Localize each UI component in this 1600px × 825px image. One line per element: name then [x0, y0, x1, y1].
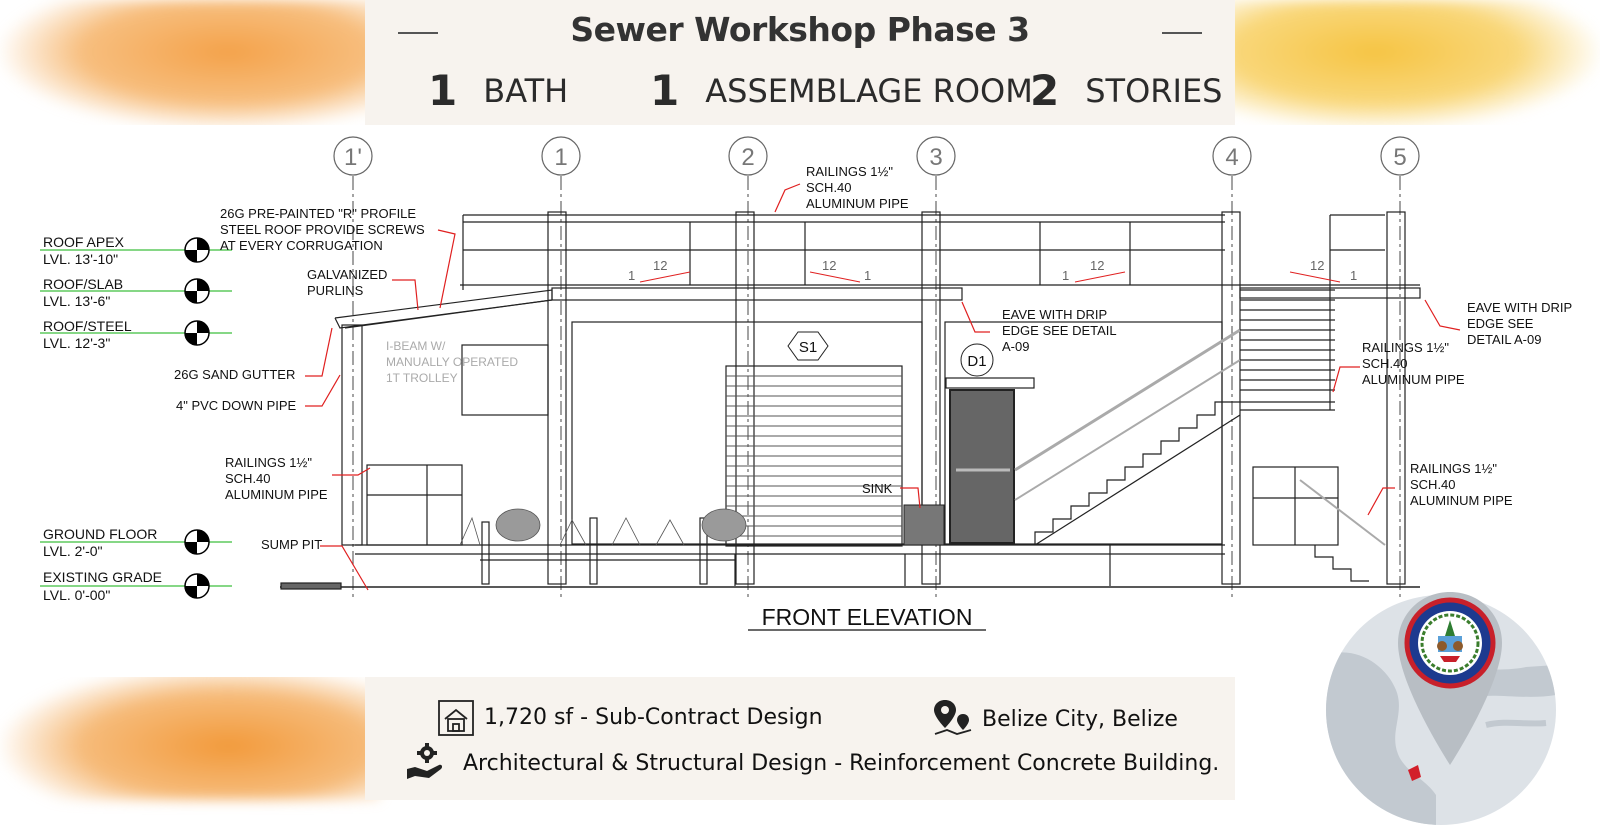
stat-value: 2: [1030, 66, 1060, 115]
beam-note: MANUALLY OPERATED: [386, 355, 518, 369]
grid-label: 4: [1225, 144, 1238, 171]
svg-text:PURLINS: PURLINS: [307, 283, 364, 298]
orange-paint-splash: [0, 0, 380, 130]
level-value: LVL. 0'-00": [43, 587, 110, 603]
stat-stories: 2 STORIES: [1030, 66, 1222, 115]
svg-text:RAILINGS 1½": RAILINGS 1½": [225, 455, 312, 470]
svg-text:4" PVC DOWN PIPE: 4" PVC DOWN PIPE: [176, 398, 297, 413]
roof-slope-indicators: 12 1 12 1 12 1 12 1: [628, 258, 1357, 283]
svg-text:26G SAND GUTTER: 26G SAND GUTTER: [174, 367, 295, 382]
beam-note: 1T TROLLEY: [386, 371, 458, 385]
svg-text:SCH.40: SCH.40: [806, 180, 852, 195]
level-value: LVL. 13'-6": [43, 293, 110, 309]
svg-text:RAILINGS 1½": RAILINGS 1½": [806, 164, 893, 179]
grid-label: 5: [1393, 144, 1406, 171]
drawing-title: FRONT ELEVATION: [762, 604, 973, 630]
svg-text:12: 12: [653, 258, 667, 273]
stat-value: 1: [428, 66, 458, 115]
yellow-paint-splash: [1225, 0, 1600, 130]
svg-text:SCH.40: SCH.40: [225, 471, 271, 486]
front-elevation-drawing: 1' 1 2 3 4 5 ROOF APEX LVL.: [0, 125, 1600, 677]
header-band: [365, 0, 1235, 125]
svg-text:1: 1: [1350, 268, 1357, 283]
svg-text:GALVANIZED: GALVANIZED: [307, 267, 387, 282]
svg-text:EDGE SEE: EDGE SEE: [1467, 316, 1534, 331]
rolling-door-slats: [726, 375, 902, 537]
svg-text:ALUMINUM PIPE: ALUMINUM PIPE: [1410, 493, 1513, 508]
belize-seal-icon: [1418, 611, 1482, 675]
grid-label: 3: [929, 144, 942, 171]
svg-text:26G PRE-PAINTED "R" PROFILE: 26G PRE-PAINTED "R" PROFILE: [220, 206, 416, 221]
grid-axes: [333, 136, 1420, 600]
map-pin-icon: [934, 700, 972, 735]
page-title: Sewer Workshop Phase 3: [570, 10, 1030, 49]
stat-assemblage-room: 1 ASSEMBLAGE ROOM: [650, 66, 1033, 115]
footer-band: [365, 677, 1235, 800]
stat-value: 1: [650, 66, 680, 115]
level-name: ROOF APEX: [43, 234, 125, 250]
level-value: LVL. 12'-3": [43, 335, 110, 351]
project-scope: Architectural & Structural Design - Rein…: [463, 751, 1220, 776]
landscaping-shrubs: [459, 508, 747, 546]
level-value: LVL. 2'-0": [43, 543, 103, 559]
svg-text:A-09: A-09: [1002, 339, 1029, 354]
building-outline: [280, 211, 1421, 590]
svg-text:SCH.40: SCH.40: [1362, 356, 1408, 371]
svg-text:ALUMINUM PIPE: ALUMINUM PIPE: [225, 487, 328, 502]
grid-label: 1': [344, 144, 362, 171]
svg-text:S1: S1: [799, 339, 817, 356]
svg-text:SCH.40: SCH.40: [1410, 477, 1456, 492]
level-symbol: [184, 237, 210, 599]
svg-text:EAVE WITH DRIP: EAVE WITH DRIP: [1002, 307, 1107, 322]
svg-text:ALUMINUM PIPE: ALUMINUM PIPE: [1362, 372, 1465, 387]
annotation-leaders: [305, 183, 1461, 591]
svg-text:ALUMINUM PIPE: ALUMINUM PIPE: [806, 196, 909, 211]
svg-text:DETAIL A-09: DETAIL A-09: [1467, 332, 1541, 347]
beam-note: I-BEAM W/: [386, 339, 446, 353]
stat-label: ASSEMBLAGE ROOM: [705, 71, 1033, 110]
stat-label: STORIES: [1085, 71, 1223, 110]
svg-text:12: 12: [1310, 258, 1324, 273]
drawing-annotations: 26G PRE-PAINTED "R" PROFILE STEEL ROOF P…: [174, 164, 1572, 552]
house-plan-icon: [438, 700, 474, 736]
svg-text:EAVE WITH DRIP: EAVE WITH DRIP: [1467, 300, 1572, 315]
svg-text:STEEL ROOF PROVIDE SCREWS: STEEL ROOF PROVIDE SCREWS: [220, 222, 425, 237]
svg-text:AT EVERY CORRUGATION: AT EVERY CORRUGATION: [220, 238, 383, 253]
grid-label: 2: [741, 144, 754, 171]
level-name: ROOF/STEEL: [43, 318, 132, 334]
stat-label: BATH: [483, 71, 569, 110]
tag-d1: D1: [960, 343, 994, 377]
svg-text:12: 12: [822, 258, 836, 273]
level-value: LVL. 13'-10": [43, 251, 118, 267]
svg-text:1: 1: [628, 268, 635, 283]
sink: [903, 504, 945, 546]
level-name: EXISTING GRADE: [43, 569, 162, 585]
svg-text:1: 1: [864, 268, 871, 283]
svg-text:RAILINGS 1½": RAILINGS 1½": [1362, 340, 1449, 355]
svg-text:RAILINGS 1½": RAILINGS 1½": [1410, 461, 1497, 476]
svg-text:SUMP PIT: SUMP PIT: [261, 537, 322, 552]
title-rule-left: [398, 32, 438, 34]
project-location: Belize City, Belize: [982, 707, 1178, 732]
level-name: GROUND FLOOR: [43, 526, 157, 542]
svg-text:SINK: SINK: [862, 481, 893, 496]
project-area: 1,720 sf - Sub-Contract Design: [484, 705, 823, 730]
level-name: ROOF/SLAB: [43, 276, 123, 292]
stat-bath: 1 BATH: [428, 66, 568, 115]
door-d1: [949, 389, 1015, 544]
svg-text:EDGE SEE DETAIL: EDGE SEE DETAIL: [1002, 323, 1117, 338]
exterior-stair: [1014, 289, 1386, 582]
orange-paint-splash-bottom: [0, 665, 380, 800]
tag-s1: S1: [787, 331, 829, 361]
svg-text:12: 12: [1090, 258, 1104, 273]
hand-gear-icon: [407, 743, 443, 779]
svg-text:D1: D1: [967, 353, 986, 370]
location-pin-icon: [1398, 592, 1502, 765]
title-rule-right: [1162, 32, 1202, 34]
grid-label: 1: [554, 144, 567, 171]
level-markers: ROOF APEX LVL. 13'-10" ROOF/SLAB LVL. 13…: [40, 234, 232, 603]
svg-text:1: 1: [1062, 268, 1069, 283]
